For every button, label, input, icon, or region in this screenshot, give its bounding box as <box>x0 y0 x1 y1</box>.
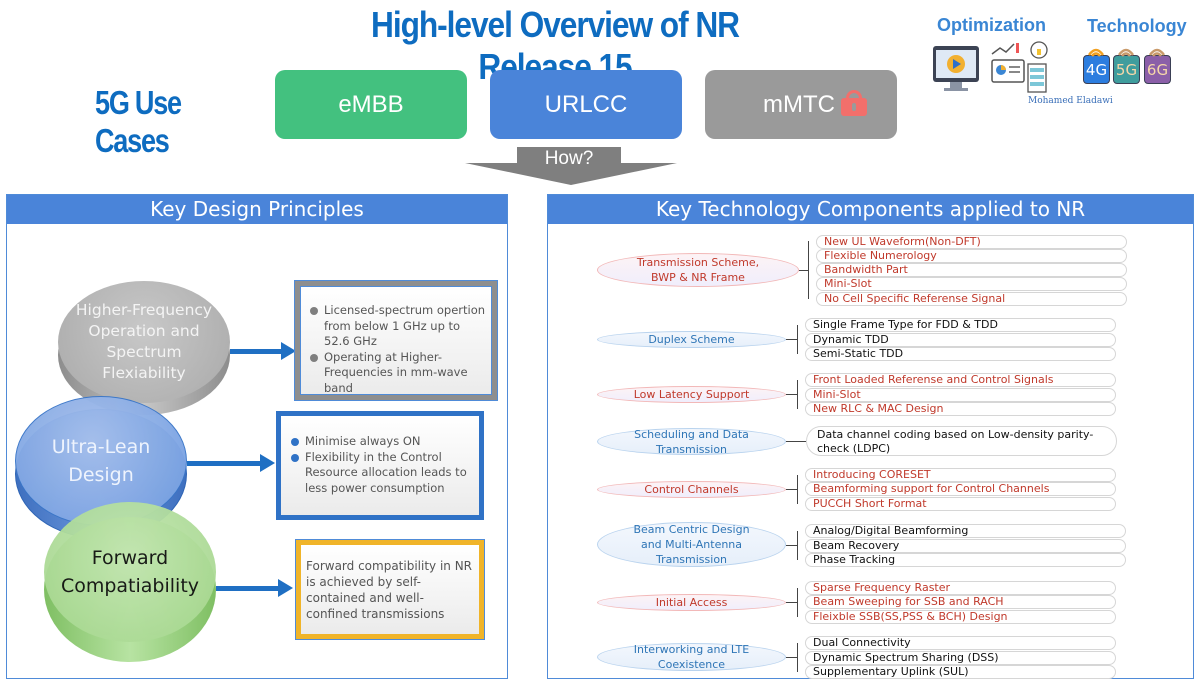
bullet-item: Operating at Higher-Frequencies in mm-wa… <box>308 350 486 397</box>
bullet-item: Flexibility in the Control Resource allo… <box>289 450 473 497</box>
principle-label: Forward Compatiability <box>60 547 200 597</box>
category-low-latency: Low Latency Support <box>597 386 786 403</box>
component-item: Data channel coding based on Low-density… <box>806 426 1117 456</box>
wifi-signal-icon <box>1087 48 1166 57</box>
use-case-label: URLCC <box>544 90 628 118</box>
use-case-mmtc: mMTC <box>705 70 897 139</box>
component-item: New UL Waveform(Non-DFT) <box>816 235 1127 249</box>
principle-detail-box-ultra-lean: Minimise always ON Flexibility in the Co… <box>276 411 484 520</box>
component-item: Mini-Slot <box>805 388 1116 402</box>
arrow-connector <box>187 461 262 466</box>
category-initial-access: Initial Access <box>597 594 786 611</box>
category-control-channels: Control Channels <box>597 481 786 498</box>
category-duplex-scheme: Duplex Scheme <box>597 331 786 348</box>
category-scheduling: Scheduling and Data Transmission <box>597 428 786 456</box>
use-case-label: eMBB <box>338 90 404 118</box>
component-item: Flexible Numerology <box>816 249 1127 263</box>
principle-detail-box-higher-frequency: Licensed-spectrum opertion from below 1 … <box>295 281 497 400</box>
arrow-connector <box>216 586 280 591</box>
principle-label: Higher-Frequency Operation and Spectrum … <box>75 301 213 382</box>
category-transmission-scheme: Transmission Scheme, BWP & NR Frame <box>597 253 799 287</box>
component-item: Bandwidth Part <box>816 263 1127 277</box>
logo-author: Mohamed Eladawi <box>1028 96 1113 106</box>
arrow-head-icon <box>260 454 275 472</box>
principle-detail-text: Forward compatibility in NR is achieved … <box>306 559 473 621</box>
component-item: Single Frame Type for FDD & TDD <box>805 318 1116 332</box>
component-item: Dual Connectivity <box>805 636 1116 650</box>
category-interworking: Interworking and LTE Coexistence <box>597 643 786 671</box>
component-item: Introducing CORESET <box>805 468 1116 482</box>
component-item: Dynamic TDD <box>805 333 1116 347</box>
use-case-urlcc: URLCC <box>490 70 682 139</box>
component-item: Analog/Digital Beamforming <box>805 524 1126 538</box>
panel-title: Key Design Principles <box>7 195 507 224</box>
principle-detail-box-forward-compatibility: Forward compatibility in NR is achieved … <box>296 540 484 639</box>
use-case-embb: eMBB <box>275 70 467 139</box>
component-item: Semi-Static TDD <box>805 347 1116 361</box>
arrow-head-icon <box>278 579 293 597</box>
component-item: Beam Recovery <box>805 539 1126 553</box>
arrow-head-icon <box>281 342 296 360</box>
component-item: Beam Sweeping for SSB and RACH <box>805 595 1116 609</box>
how-arrow-icon <box>465 147 677 185</box>
lock-icon <box>840 89 867 116</box>
component-item: Sparse Frequency Raster <box>805 581 1116 595</box>
component-item: New RLC & MAC Design <box>805 402 1116 416</box>
logo-optimization-label: Optimization <box>937 15 1046 35</box>
analytics-icon <box>991 41 1048 93</box>
bullet-item: Minimise always ON <box>289 434 473 450</box>
monitor-gear-icon <box>933 46 979 91</box>
category-beam-centric: Beam Centric Design and Multi-Antenna Tr… <box>597 522 786 567</box>
component-item: Phase Tracking <box>805 553 1126 567</box>
principle-label: Ultra-Lean Design <box>51 436 151 486</box>
panel-title: Key Technology Components applied to NR <box>548 195 1193 224</box>
5g-icon: 5G <box>1113 55 1140 84</box>
component-item: No Cell Specific Referense Signal <box>816 292 1127 306</box>
component-item: PUCCH Short Format <box>805 497 1116 511</box>
use-case-label: mMTC <box>763 90 835 118</box>
arrow-connector <box>230 349 283 354</box>
6g-icon: 6G <box>1144 55 1171 84</box>
component-item: Beamforming support for Control Channels <box>805 482 1116 496</box>
principle-disc-higher-frequency: Higher-Frequency Operation and Spectrum … <box>58 281 230 403</box>
use-cases-label: 5G Use Cases <box>95 84 182 159</box>
4g-icon: 4G <box>1083 55 1110 84</box>
how-label: How? <box>544 148 594 169</box>
bullet-item: Licensed-spectrum opertion from below 1 … <box>308 303 486 350</box>
component-item: Fleixble SSB(SS,PSS & BCH) Design <box>805 610 1116 624</box>
principle-disc-forward-compatibility: Forward Compatiability <box>44 502 216 642</box>
component-item: Front Loaded Referense and Control Signa… <box>805 373 1116 387</box>
principle-disc-ultra-lean: Ultra-Lean Design <box>15 396 187 526</box>
logo-technology-label: Technology <box>1087 16 1187 36</box>
component-item: Supplementary Uplink (SUL) <box>805 665 1116 679</box>
component-item: Dynamic Spectrum Sharing (DSS) <box>805 651 1116 665</box>
component-item: Mini-Slot <box>816 277 1127 291</box>
page-title: High-level Overview of NR Release 15 <box>371 4 740 87</box>
